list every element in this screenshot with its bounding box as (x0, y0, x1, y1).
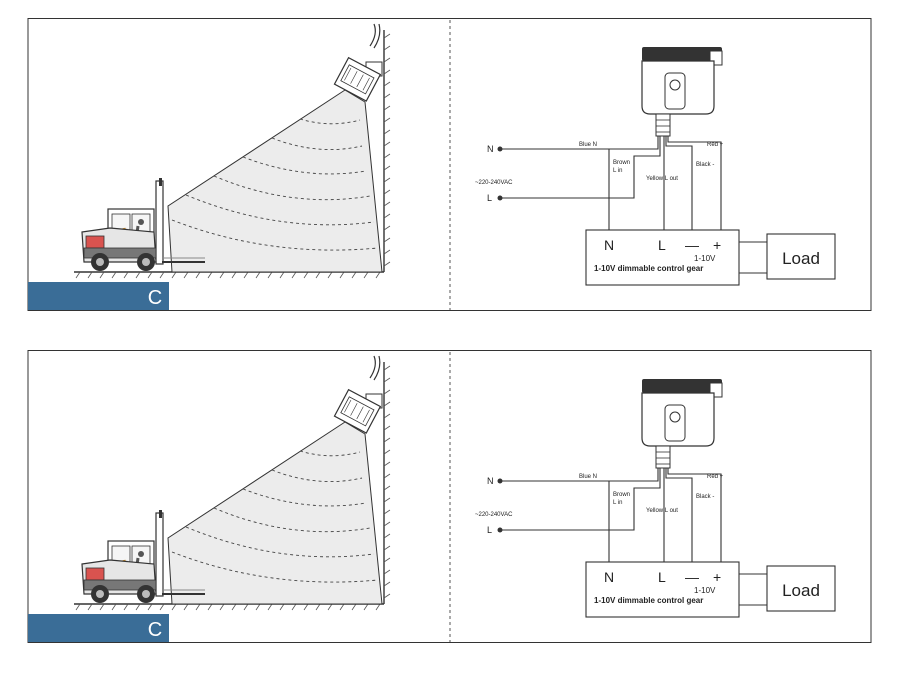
detection-zones (171, 450, 379, 583)
wire-black-label: Black - (696, 494, 714, 500)
gear-range-label: 1-10V (694, 586, 716, 595)
terminal-l-label: L (487, 193, 492, 203)
control-gear-box (585, 561, 740, 618)
gear-terminal-minus: — (685, 569, 699, 585)
load-box (766, 233, 836, 280)
wire-blue-n (500, 136, 659, 150)
wire-brown-label: Brown (613, 160, 630, 166)
sensor-device-icon (641, 47, 723, 137)
gear-range-label: 1-10V (694, 254, 716, 263)
gear-terminal-l: L (658, 237, 666, 253)
panel-frame (27, 350, 872, 643)
scene-label: C (148, 287, 162, 309)
wire-red (667, 468, 722, 562)
gear-terminal-n: N (604, 569, 614, 585)
floor-hatching (75, 271, 381, 279)
wire-blue-label: Blue N (579, 142, 597, 148)
terminal-l-label: L (487, 525, 492, 535)
panel-frame (27, 18, 872, 311)
wire-yellow-label: Yellow L out (646, 176, 678, 182)
wiring-diagram: N L ~220-240VAC Blue N Brown L in Yellow… (475, 47, 836, 286)
supply-voltage-label: ~220-240VAC (475, 512, 513, 518)
wire-brown-label: Brown (613, 492, 630, 498)
terminal-l-dot (497, 527, 503, 533)
sensor-device-icon (641, 379, 723, 469)
installation-scene: C (28, 23, 391, 310)
diagram-panel-2: C N L ~220-240VAC Blue N Brown L i (0, 350, 900, 682)
sensor-luminaire (333, 23, 383, 102)
terminal-n-dot (497, 146, 503, 152)
forklift-icon (81, 510, 205, 603)
detection-zones (171, 118, 379, 251)
gear-terminal-plus: + (713, 237, 721, 253)
wire-blue-label: Blue N (579, 474, 597, 480)
wiring-diagram: N L ~220-240VAC Blue N Brown L in Yellow… (475, 379, 836, 618)
terminal-n-label: N (487, 144, 494, 154)
detection-beam (167, 89, 383, 273)
wire-black (665, 468, 693, 562)
wall-hatching (383, 33, 391, 267)
load-label: Load (782, 249, 820, 268)
wires (500, 468, 722, 562)
gear-name-label: 1-10V dimmable control gear (594, 264, 703, 273)
terminal-l-dot (497, 195, 503, 201)
wire-yellow-label: Yellow L out (646, 508, 678, 514)
wire-red (667, 136, 722, 230)
wall-hatching (383, 365, 391, 599)
wire-black-label: Black - (696, 162, 714, 168)
terminal-n-label: N (487, 476, 494, 486)
load-box (766, 565, 836, 612)
detection-beam (167, 421, 383, 605)
wire-brown-sub-label: L in (613, 168, 622, 174)
installation-scene: C (28, 355, 391, 642)
scene-label-band (28, 282, 169, 310)
gear-terminal-minus: — (685, 237, 699, 253)
forklift-icon (81, 178, 205, 271)
wire-brown-l-in (500, 136, 661, 199)
gear-terminal-plus: + (713, 569, 721, 585)
terminal-n-dot (497, 478, 503, 484)
wire-red-label: Red + (707, 142, 724, 148)
control-gear-box (585, 229, 740, 286)
wires (500, 136, 722, 230)
gear-terminal-l: L (658, 569, 666, 585)
gear-terminal-n: N (604, 237, 614, 253)
load-label: Load (782, 581, 820, 600)
wire-red-label: Red + (707, 474, 724, 480)
scene-label-band (28, 614, 169, 642)
panel-svg-2: C N L ~220-240VAC Blue N Brown L i (27, 350, 872, 643)
scene-label: C (148, 619, 162, 641)
gear-name-label: 1-10V dimmable control gear (594, 596, 703, 605)
panel-svg-1: C N (27, 18, 872, 311)
supply-voltage-label: ~220-240VAC (475, 180, 513, 186)
wire-brown-sub-label: L in (613, 500, 622, 506)
wire-blue-n (500, 468, 659, 482)
wire-black (665, 136, 693, 230)
wire-brown-l-in (500, 468, 661, 531)
sensor-luminaire (333, 355, 383, 434)
floor-hatching (75, 603, 381, 611)
diagram-panel-1: C N (0, 18, 900, 350)
